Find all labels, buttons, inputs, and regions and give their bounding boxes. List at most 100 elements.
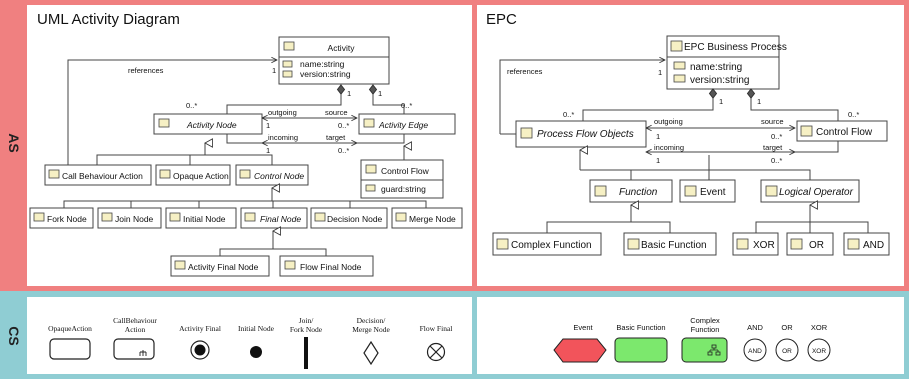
cs-basic-function-label: Basic Function	[616, 323, 665, 332]
uml-composition-edge	[372, 85, 405, 114]
uml-activity-edge-name: Activity Edge	[378, 120, 428, 130]
class-icon	[736, 238, 749, 250]
uml-activity-class: Activity name:string version:string	[278, 36, 390, 85]
uml-flow-final-node-class: Flow Final Node	[279, 255, 374, 277]
epc-references-label: references	[507, 67, 543, 76]
epc-assoc-mult: 1	[656, 156, 660, 165]
class-icon	[800, 125, 813, 137]
cs-opaque-action-label: OpaqueAction	[48, 324, 92, 333]
uml-references-edge	[67, 60, 277, 168]
cs-band	[0, 291, 909, 379]
class-icon	[594, 185, 607, 197]
cs-xor-label: XOR	[811, 323, 828, 332]
epc-target-label: target	[763, 143, 783, 152]
class-icon	[627, 238, 640, 250]
class-icon	[496, 238, 509, 250]
class-icon	[684, 185, 697, 197]
uml-activity-final-node-name: Activity Final Node	[188, 262, 259, 272]
epc-basic-function-name: Basic Function	[641, 240, 707, 251]
uml-opaque-action-class: Opaque Action	[155, 164, 231, 186]
uml-fork-node-class: Fork Node	[29, 207, 94, 229]
cs-call-behaviour-shape	[113, 338, 155, 360]
epc-assoc-mult: 0..*	[771, 132, 782, 141]
cs-join-fork-shape	[304, 337, 308, 369]
uml-call-behaviour-class: Call Behaviour Action	[44, 164, 152, 186]
uml-target-label: target	[326, 133, 346, 142]
uml-mult-comp-edge: 1	[378, 89, 382, 98]
uml-activity-attr-name: name:string	[300, 59, 345, 69]
attribute-icon	[282, 60, 293, 68]
uml-outgoing-label: outgoing	[268, 108, 297, 117]
epc-process-attr-name: name:string	[690, 62, 742, 73]
epc-logical-operator-name: Logical Operator	[779, 187, 854, 198]
cs-activity-final-label: Activity Final	[179, 324, 221, 333]
cs-call-behaviour-label-1: CallBehaviour	[113, 316, 157, 325]
uml-opaque-action-name: Opaque Action	[173, 171, 229, 181]
uml-composition-node	[226, 85, 342, 114]
epc-incoming-label: incoming	[654, 143, 684, 152]
cs-or-label: OR	[781, 323, 793, 332]
epc-and-name: AND	[863, 240, 884, 251]
cs-event-shape	[553, 338, 607, 363]
cs-complex-function-label-1: Complex	[690, 316, 720, 325]
class-icon	[790, 238, 803, 250]
uml-source-label: source	[325, 108, 348, 117]
uml-fork-node-name: Fork Node	[47, 214, 87, 224]
epc-source-label: source	[761, 117, 784, 126]
uml-mult-references: 1	[272, 66, 276, 75]
composition-diamond	[708, 88, 718, 99]
cs-complex-function-label-2: Function	[691, 325, 720, 334]
cs-xor-symbol: XOR	[812, 348, 826, 355]
uml-mult-node-many: 0..*	[186, 101, 197, 110]
cs-decision-merge-label-1: Decision/	[357, 316, 387, 325]
cs-and-symbol: AND	[748, 348, 762, 355]
uml-activity-edge-class: Activity Edge	[358, 113, 456, 135]
epc-process-flow-objects-class: Process Flow Objects	[515, 120, 647, 148]
cs-or-shape	[775, 338, 799, 362]
cs-complex-function-shape	[681, 337, 728, 363]
uml-final-generalization	[219, 248, 327, 256]
epc-mult-cf-many: 0..*	[848, 110, 859, 119]
uml-mult-edge-many: 0..*	[401, 101, 412, 110]
uml-control-node-class: Control Node	[235, 164, 309, 186]
uml-incoming-connector-right	[357, 134, 405, 144]
class-icon	[765, 185, 778, 197]
uml-references-label: references	[128, 66, 164, 75]
epc-xor-name: XOR	[753, 240, 775, 251]
class-icon	[101, 212, 113, 222]
uml-assoc-mult: 1	[266, 121, 270, 130]
cs-flow-final-label: Flow Final	[420, 324, 453, 333]
class-icon	[314, 212, 326, 222]
epc-references-edge	[499, 60, 665, 134]
epc-function-class: Function	[589, 179, 673, 203]
cs-side-label: CS	[6, 326, 22, 345]
cs-opaque-action-shape	[49, 338, 91, 360]
epc-function-name: Function	[619, 187, 658, 198]
uml-join-node-name: Join Node	[115, 214, 154, 224]
epc-assoc-mult: 1	[656, 132, 660, 141]
attribute-icon	[673, 74, 686, 83]
epc-assoc-mult: 0..*	[771, 156, 782, 165]
cs-or-symbol: OR	[782, 348, 792, 355]
uml-final-node-class: Final Node	[240, 207, 308, 229]
epc-process-attr-version: version:string	[690, 75, 749, 86]
class-icon	[283, 41, 295, 51]
uml-merge-node-class: Merge Node	[391, 207, 463, 229]
cs-and-shape	[743, 338, 767, 362]
cs-call-behaviour-label-2: Action	[125, 325, 146, 334]
epc-basic-function-class: Basic Function	[623, 232, 717, 256]
class-icon	[174, 260, 186, 270]
class-icon	[158, 118, 170, 128]
uml-node-generalization	[96, 154, 273, 165]
epc-title: EPC	[486, 11, 517, 28]
rake-icon	[139, 350, 147, 356]
uml-activity-node-class: Activity Node	[153, 113, 263, 135]
uml-mult-comp-node: 1	[347, 89, 351, 98]
uml-call-behaviour-name: Call Behaviour Action	[62, 171, 143, 181]
uml-initial-node-class: Initial Node	[165, 207, 237, 229]
epc-complex-function-class: Complex Function	[492, 232, 602, 256]
cs-decision-merge-label-2: Merge Node	[352, 325, 390, 334]
epc-outgoing-label: outgoing	[654, 117, 683, 126]
epc-mult-pfo-many: 0..*	[563, 110, 574, 119]
